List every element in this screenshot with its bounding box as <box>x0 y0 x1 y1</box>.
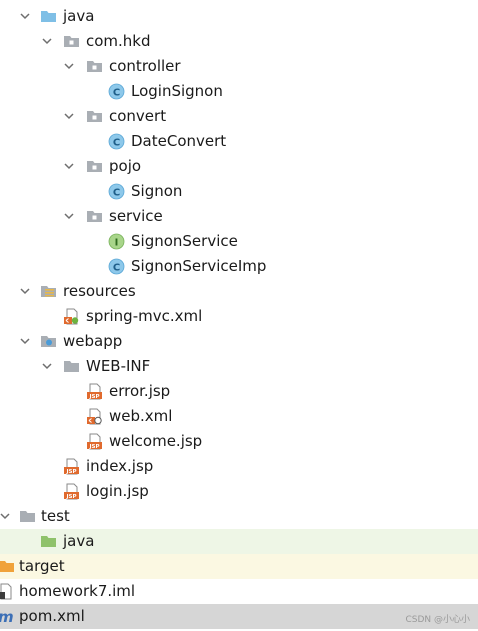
chevron-down-icon[interactable] <box>64 211 74 221</box>
class-icon: C <box>108 133 125 150</box>
tree-node-label: WEB-INF <box>86 357 151 375</box>
chevron-down-icon[interactable] <box>0 511 10 521</box>
package-icon <box>63 33 80 50</box>
tree-node-label: controller <box>109 57 181 75</box>
class-icon: C <box>108 258 125 275</box>
spring-xml-file-icon <box>63 308 80 325</box>
tree-node-signon[interactable]: C Signon <box>0 179 478 204</box>
tree-node-login-signon[interactable]: C LoginSignon <box>0 79 478 104</box>
jsp-file-icon: JSP <box>86 383 103 400</box>
tree-node-signon-service[interactable]: I SignonService <box>0 229 478 254</box>
svg-text:C: C <box>113 138 120 149</box>
tree-node-label: resources <box>63 282 136 300</box>
jsp-file-icon: JSP <box>63 483 80 500</box>
source-folder-icon <box>40 8 57 25</box>
tree-node-label: java <box>63 532 95 550</box>
tree-node-label: webapp <box>63 332 123 350</box>
tree-node-web-xml[interactable]: web.xml <box>0 404 478 429</box>
tree-node-pojo[interactable]: pojo <box>0 154 478 179</box>
tree-node-java[interactable]: java <box>0 4 478 29</box>
web-folder-icon <box>40 333 57 350</box>
tree-node-error-jsp[interactable]: JSP error.jsp <box>0 379 478 404</box>
svg-text:JSP: JSP <box>88 394 99 400</box>
tree-node-label: welcome.jsp <box>109 432 203 450</box>
maven-icon <box>0 608 14 625</box>
tree-node-label: web.xml <box>109 407 173 425</box>
tree-node-test-java[interactable]: java <box>0 529 478 554</box>
svg-text:C: C <box>113 263 120 274</box>
chevron-down-icon[interactable] <box>64 111 74 121</box>
interface-icon: I <box>108 233 125 250</box>
tree-node-label: spring-mvc.xml <box>86 307 203 325</box>
chevron-down-icon[interactable] <box>20 11 30 21</box>
jsp-file-icon: JSP <box>63 458 80 475</box>
tree-node-label: java <box>63 7 95 25</box>
tree-node-label: com.hkd <box>86 32 151 50</box>
tree-node-label: test <box>41 507 70 525</box>
tree-node-target[interactable]: target <box>0 554 478 579</box>
tree-node-label: pom.xml <box>19 607 85 625</box>
tree-node-label: convert <box>109 107 167 125</box>
tree-node-signon-service-imp[interactable]: C SignonServiceImp <box>0 254 478 279</box>
svg-text:I: I <box>115 238 119 249</box>
package-icon <box>86 208 103 225</box>
tree-node-label: index.jsp <box>86 457 154 475</box>
folder-icon <box>63 358 80 375</box>
jsp-file-icon: JSP <box>86 433 103 450</box>
folder-icon <box>19 508 36 525</box>
chevron-down-icon[interactable] <box>64 61 74 71</box>
tree-node-convert[interactable]: convert <box>0 104 478 129</box>
svg-text:C: C <box>113 88 120 99</box>
chevron-down-icon[interactable] <box>20 286 30 296</box>
chevron-down-icon[interactable] <box>20 336 30 346</box>
chevron-down-icon[interactable] <box>64 161 74 171</box>
chevron-down-icon[interactable] <box>42 36 52 46</box>
class-icon: C <box>108 183 125 200</box>
svg-text:JSP: JSP <box>65 469 76 475</box>
tree-node-label: error.jsp <box>109 382 171 400</box>
package-icon <box>86 108 103 125</box>
chevron-down-icon[interactable] <box>42 361 52 371</box>
module-file-icon <box>0 583 15 600</box>
tree-node-webapp[interactable]: webapp <box>0 329 478 354</box>
package-icon <box>86 158 103 175</box>
tree-node-date-convert[interactable]: C DateConvert <box>0 129 478 154</box>
tree-node-homework7-iml[interactable]: homework7.iml <box>0 579 478 604</box>
package-icon <box>86 58 103 75</box>
watermark: CSDN @小心小 <box>405 615 470 625</box>
tree-node-spring-mvc-xml[interactable]: spring-mvc.xml <box>0 304 478 329</box>
tree-node-label: SignonServiceImp <box>131 257 267 275</box>
tree-node-label: login.jsp <box>86 482 149 500</box>
test-source-folder-icon <box>40 533 57 550</box>
tree-node-service[interactable]: service <box>0 204 478 229</box>
resources-folder-icon <box>40 283 57 300</box>
tree-node-welcome-jsp[interactable]: JSP welcome.jsp <box>0 429 478 454</box>
tree-node-label: service <box>109 207 163 225</box>
svg-text:JSP: JSP <box>65 494 76 500</box>
tree-node-label: LoginSignon <box>131 82 223 100</box>
tree-node-controller[interactable]: controller <box>0 54 478 79</box>
tree-node-label: Signon <box>131 182 183 200</box>
class-icon: C <box>108 83 125 100</box>
tree-node-login-jsp[interactable]: JSP login.jsp <box>0 479 478 504</box>
tree-node-resources[interactable]: resources <box>0 279 478 304</box>
tree-node-label: homework7.iml <box>19 582 136 600</box>
svg-text:JSP: JSP <box>88 444 99 450</box>
tree-node-web-inf[interactable]: WEB-INF <box>0 354 478 379</box>
tree-node-test[interactable]: test <box>0 504 478 529</box>
web-xml-file-icon <box>86 408 103 425</box>
tree-node-label: pojo <box>109 157 142 175</box>
svg-text:C: C <box>113 188 120 199</box>
tree-node-index-jsp[interactable]: JSP index.jsp <box>0 454 478 479</box>
tree-node-label: SignonService <box>131 232 238 250</box>
tree-node-pom-xml[interactable]: pom.xml <box>0 604 478 629</box>
tree-node-label: target <box>19 557 65 575</box>
tree-node-label: DateConvert <box>131 132 227 150</box>
excluded-folder-icon <box>0 558 15 575</box>
tree-node-com-hkd[interactable]: com.hkd <box>0 29 478 54</box>
